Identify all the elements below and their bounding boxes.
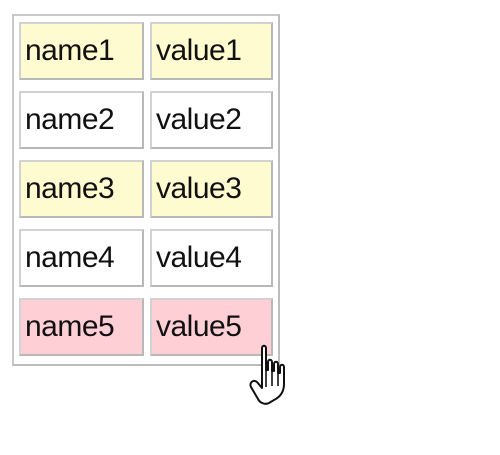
name-cell[interactable]: name4 xyxy=(19,229,144,287)
name-cell[interactable]: name1 xyxy=(19,22,144,80)
name-value-table: name1 value1 name2 value2 name3 value3 n… xyxy=(12,14,280,366)
name-cell[interactable]: name5 xyxy=(19,298,144,356)
value-cell[interactable]: value3 xyxy=(150,160,273,218)
name-cell[interactable]: name2 xyxy=(19,91,144,149)
name-cell[interactable]: name3 xyxy=(19,160,144,218)
value-cell[interactable]: value4 xyxy=(150,229,273,287)
value-cell[interactable]: value2 xyxy=(150,91,273,149)
table-row[interactable]: name4 value4 xyxy=(19,229,273,287)
value-cell[interactable]: value1 xyxy=(150,22,273,80)
table-row[interactable]: name3 value3 xyxy=(19,160,273,218)
table-row[interactable]: name1 value1 xyxy=(19,22,273,80)
table-row[interactable]: name2 value2 xyxy=(19,91,273,149)
table-row[interactable]: name5 value5 xyxy=(19,298,273,356)
value-cell[interactable]: value5 xyxy=(150,298,273,356)
